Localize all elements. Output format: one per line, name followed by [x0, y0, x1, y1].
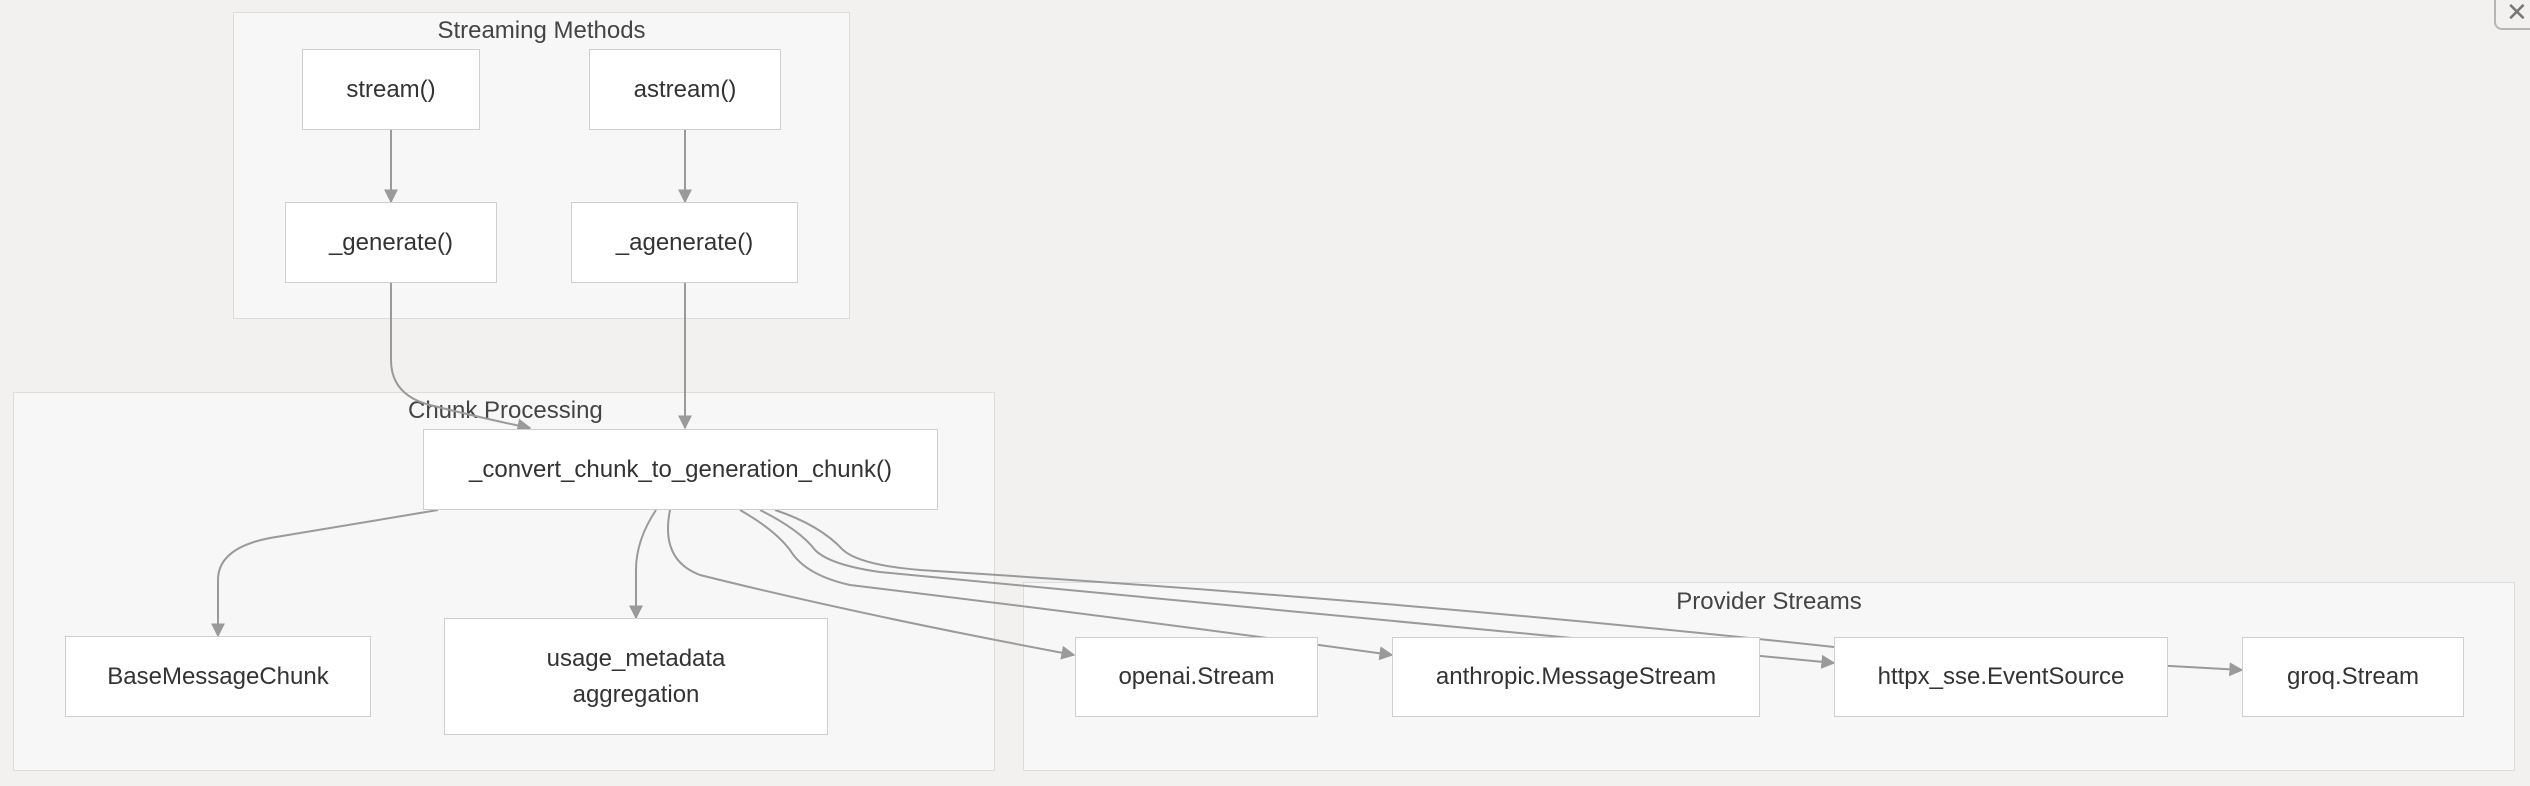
node-httpx-sse-label: httpx_sse.EventSource: [1877, 663, 2125, 690]
node-openai-stream: openai.Stream: [1075, 637, 1318, 717]
cluster-label-streaming-methods: Streaming Methods: [437, 17, 646, 44]
node-agenerate: _agenerate(): [571, 202, 798, 283]
node-convert-chunk-label: _convert_chunk_to_generation_chunk(): [469, 455, 892, 483]
node-openai-stream-label: openai.Stream: [1118, 663, 1275, 690]
node-astream-label: astream(): [633, 75, 737, 103]
node-convert-chunk: _convert_chunk_to_generation_chunk(): [423, 429, 938, 510]
node-generate: _generate(): [285, 202, 497, 283]
node-generate-label: _generate(): [328, 228, 454, 256]
node-base-message-chunk: BaseMessageChunk: [65, 636, 371, 717]
node-groq-stream-label: groq.Stream: [2286, 663, 2420, 690]
node-stream-label: stream(): [346, 75, 436, 103]
node-usage-metadata: usage_metadata aggregation: [444, 618, 828, 735]
node-anthropic-stream-label: anthropic.MessageStream: [1435, 663, 1717, 690]
cluster-label-chunk-processing: Chunk Processing: [408, 397, 603, 424]
node-usage-metadata-label-line2: aggregation: [572, 680, 700, 708]
node-astream: astream(): [589, 49, 781, 130]
close-button[interactable]: ✕: [2494, 0, 2530, 30]
cluster-label-provider-streams: Provider Streams: [1676, 588, 1862, 615]
node-httpx-sse: httpx_sse.EventSource: [1834, 637, 2168, 717]
node-stream: stream(): [302, 49, 480, 130]
node-agenerate-label: _agenerate(): [615, 228, 754, 256]
node-base-message-chunk-label: BaseMessageChunk: [107, 662, 329, 690]
close-icon: ✕: [2506, 0, 2528, 27]
node-groq-stream: groq.Stream: [2242, 637, 2464, 717]
node-anthropic-stream: anthropic.MessageStream: [1392, 637, 1760, 717]
node-usage-metadata-label-line1: usage_metadata: [546, 644, 726, 672]
